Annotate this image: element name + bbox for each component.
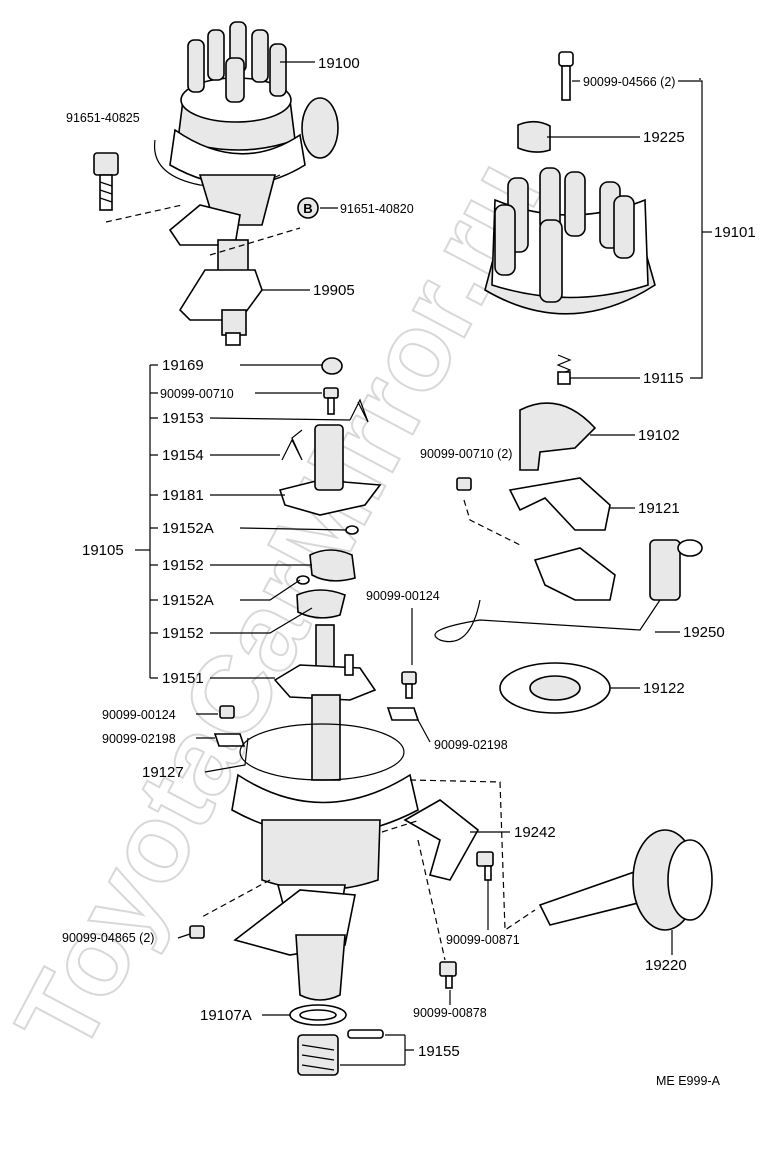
callout-19169: 19169 (162, 357, 204, 374)
callout-19105: 19105 (82, 542, 124, 559)
distributor-cap (484, 51, 656, 385)
callout-90099-00124-right: 90099-00124 (366, 589, 440, 603)
nut-91651-40820: B (297, 197, 319, 219)
callout-19242: 19242 (514, 824, 556, 841)
callout-19220: 19220 (645, 957, 687, 974)
callout-19181: 19181 (162, 487, 204, 504)
callout-19154: 19154 (162, 447, 204, 464)
callout-19107A: 19107A (200, 1007, 252, 1024)
bolt-91651-40825 (93, 152, 119, 211)
callout-90099-02198-left: 90099-02198 (102, 732, 176, 746)
callout-19101: 19101 (714, 224, 756, 241)
callout-19225: 19225 (643, 129, 685, 146)
callout-90099-04566: 90099-04566 (2) (583, 75, 675, 89)
callout-19250: 19250 (683, 624, 725, 641)
nut-badge: B (303, 201, 312, 216)
callout-19127: 19127 (142, 764, 184, 781)
rotor-and-pickup (434, 402, 703, 714)
callout-labels: 19100 91651-40825 91651-40820 19905 9009… (62, 55, 756, 1088)
callout-91651-40825: 91651-40825 (66, 111, 140, 125)
callout-19151: 19151 (162, 670, 204, 687)
callout-91651-40820: 91651-40820 (340, 202, 414, 216)
callout-19115: 19115 (643, 370, 684, 387)
callout-90099-02198-right: 90099-02198 (434, 738, 508, 752)
leader-lines (135, 61, 712, 1066)
distributor-assembly (153, 21, 339, 346)
callout-19152A-1: 19152A (162, 520, 214, 537)
callout-19152-2: 19152 (162, 625, 204, 642)
callout-19100: 19100 (318, 55, 360, 72)
callout-90099-00124-left: 90099-00124 (102, 708, 176, 722)
callout-90099-00878: 90099-00878 (413, 1006, 487, 1020)
diagram-code: ME E999-A (656, 1074, 721, 1088)
callout-90099-00710-2: 90099-00710 (2) (420, 447, 512, 461)
callout-19152-1: 19152 (162, 557, 204, 574)
distributor-housing (189, 723, 713, 1076)
callout-19102: 19102 (638, 427, 680, 444)
callout-19121: 19121 (638, 500, 680, 517)
callout-19153: 19153 (162, 410, 204, 427)
callout-19155: 19155 (418, 1043, 460, 1060)
callout-19152A-2: 19152A (162, 592, 214, 609)
callout-19122: 19122 (643, 680, 685, 697)
callout-90099-00710: 90099-00710 (160, 387, 234, 401)
callout-90099-00871: 90099-00871 (446, 933, 520, 947)
callout-90099-04865: 90099-04865 (2) (62, 931, 154, 945)
callout-19905: 19905 (313, 282, 355, 299)
